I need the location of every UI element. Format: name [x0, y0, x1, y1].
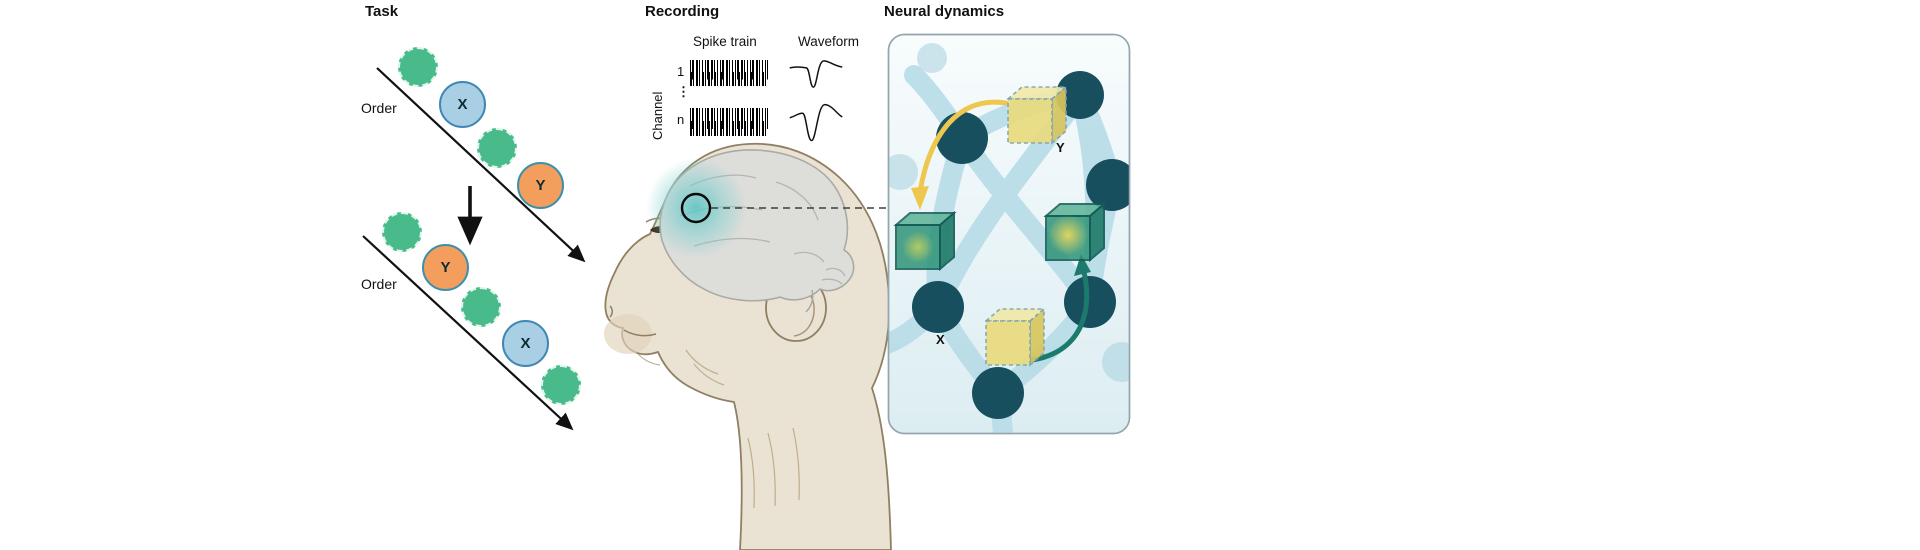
recording-panel: Recording Spike train Waveform Channel 1…	[598, 0, 898, 550]
channel-ellipsis: ⋮	[677, 84, 690, 99]
task-panel-title: Task	[365, 3, 399, 20]
monkey-head-graphic	[604, 142, 892, 550]
monkey-fur-lines	[637, 349, 800, 509]
task-arrows-graphic	[362, 67, 586, 431]
sequence-2-order-arrow	[362, 235, 574, 431]
order-label-2: Order	[361, 276, 397, 292]
recording-panel-title: Recording	[645, 3, 720, 20]
task-item-x: X	[502, 320, 549, 367]
latent-cube-y	[1005, 85, 1069, 145]
spike-train-channel-1	[690, 60, 768, 86]
spike-train-channel-n	[690, 108, 768, 136]
monkey-nostril	[609, 305, 613, 318]
task-item-x-label: X	[457, 96, 468, 113]
neural-dynamics-graphic	[887, 33, 1131, 435]
task-item-y-label: Y	[440, 259, 451, 276]
latent-cube-x	[983, 307, 1047, 367]
task-item-blank	[541, 365, 581, 405]
network-nodes-faint	[888, 43, 1130, 382]
sequence-1-order-arrow	[376, 67, 586, 263]
neural-state-x-label: X	[936, 332, 945, 347]
transition-arrow-yellow	[917, 99, 1009, 195]
transition-arrow-teal-head	[1074, 254, 1091, 276]
monkey-mouth	[623, 329, 657, 337]
task-item-y: Y	[517, 162, 564, 209]
monkey-muzzle-shade	[604, 314, 652, 354]
channel-1-label: 1	[677, 64, 685, 79]
subspace-cube-left	[893, 210, 957, 272]
task-panel: Task X Y Order Y X	[355, 0, 615, 480]
waveform-header: Waveform	[798, 34, 860, 49]
channel-axis-label: Channel	[650, 91, 665, 140]
neural-state-y-label: Y	[1056, 140, 1065, 155]
transition-arrow-yellow-head	[911, 186, 929, 210]
task-item-x-label: X	[520, 335, 531, 352]
task-item-blank	[477, 128, 517, 168]
neural-dynamics-panel: Neural dynamics	[884, 0, 1144, 550]
recording-site-circle	[680, 192, 712, 224]
neural-dynamics-title: Neural dynamics	[884, 3, 1005, 20]
brainstem	[805, 289, 814, 313]
spike-train-header: Spike train	[693, 34, 757, 49]
task-item-x: X	[439, 81, 486, 128]
task-item-blank	[382, 212, 422, 252]
transition-arrow-teal	[1029, 265, 1090, 363]
subspace-cube-right	[1043, 201, 1107, 263]
task-item-y: Y	[422, 244, 469, 291]
recording-site-glow	[646, 158, 746, 258]
neural-panel-border	[887, 33, 1131, 435]
task-item-y-label: Y	[535, 177, 546, 194]
task-item-blank	[398, 47, 438, 87]
order-label-1: Order	[361, 100, 397, 116]
waveform-channel-n	[789, 103, 843, 142]
channel-n-label: n	[677, 112, 685, 127]
waveform-channel-1	[789, 60, 843, 88]
task-item-blank	[461, 287, 501, 327]
